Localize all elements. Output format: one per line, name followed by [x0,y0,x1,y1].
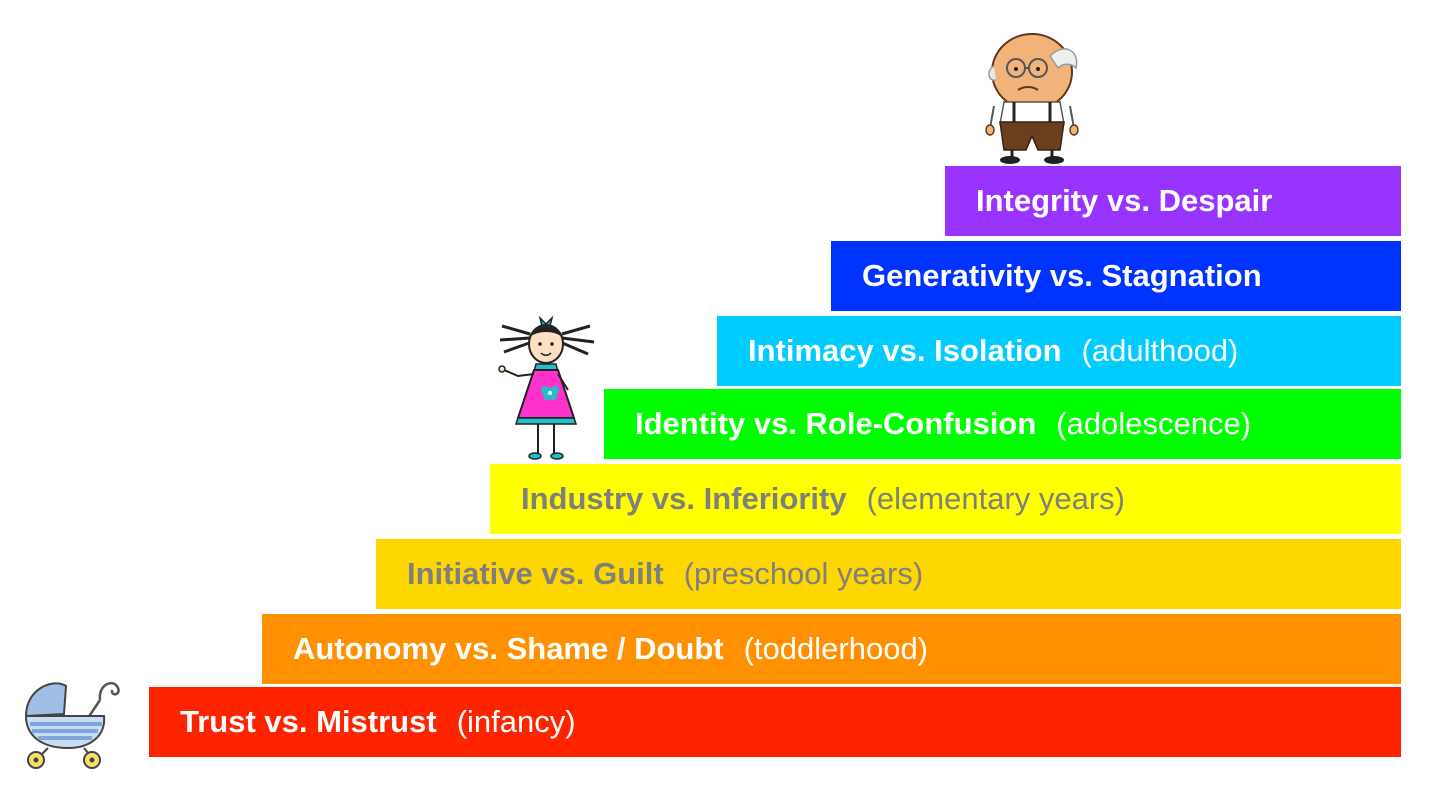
stage-generativity-vs-stagnation: Generativity vs. Stagnation [831,241,1401,311]
stage-initiative-vs-guilt: Initiative vs. Guilt (preschool years) [376,539,1401,609]
stage-age: (adulthood) [1081,333,1239,368]
stage-age: (preschool years) [683,556,924,591]
baby-stroller-icon [24,681,120,769]
stage-identity-vs-role-confusion: Identity vs. Role-Confusion (adolescence… [604,389,1401,459]
stage-age: (infancy) [456,704,576,739]
stage-title: Initiative vs. Guilt [407,556,664,591]
stage-intimacy-vs-isolation: Intimacy vs. Isolation (adulthood) [717,316,1401,386]
stage-age: (toddlerhood) [743,631,929,666]
stage-title: Generativity vs. Stagnation [862,258,1262,293]
stage-title: Industry vs. Inferiority [521,481,847,516]
stage-title: Integrity vs. Despair [976,183,1273,218]
stage-autonomy-vs-shame-doubt: Autonomy vs. Shame / Doubt (toddlerhood) [262,614,1401,684]
stage-title: Intimacy vs. Isolation [748,333,1062,368]
stage-integrity-vs-despair: Integrity vs. Despair [945,166,1401,236]
stage-title: Trust vs. Mistrust [180,704,437,739]
girl-illustration [498,315,595,460]
old-man-illustration [985,33,1079,164]
stage-age: (elementary years) [866,481,1125,516]
stage-title: Identity vs. Role-Confusion [635,406,1037,441]
stage-age: (adolescence) [1056,406,1252,441]
stage-industry-vs-inferiority: Industry vs. Inferiority (elementary yea… [490,464,1401,534]
stage-title: Autonomy vs. Shame / Doubt [293,631,724,666]
stage-trust-vs-mistrust: Trust vs. Mistrust (infancy) [149,687,1401,757]
